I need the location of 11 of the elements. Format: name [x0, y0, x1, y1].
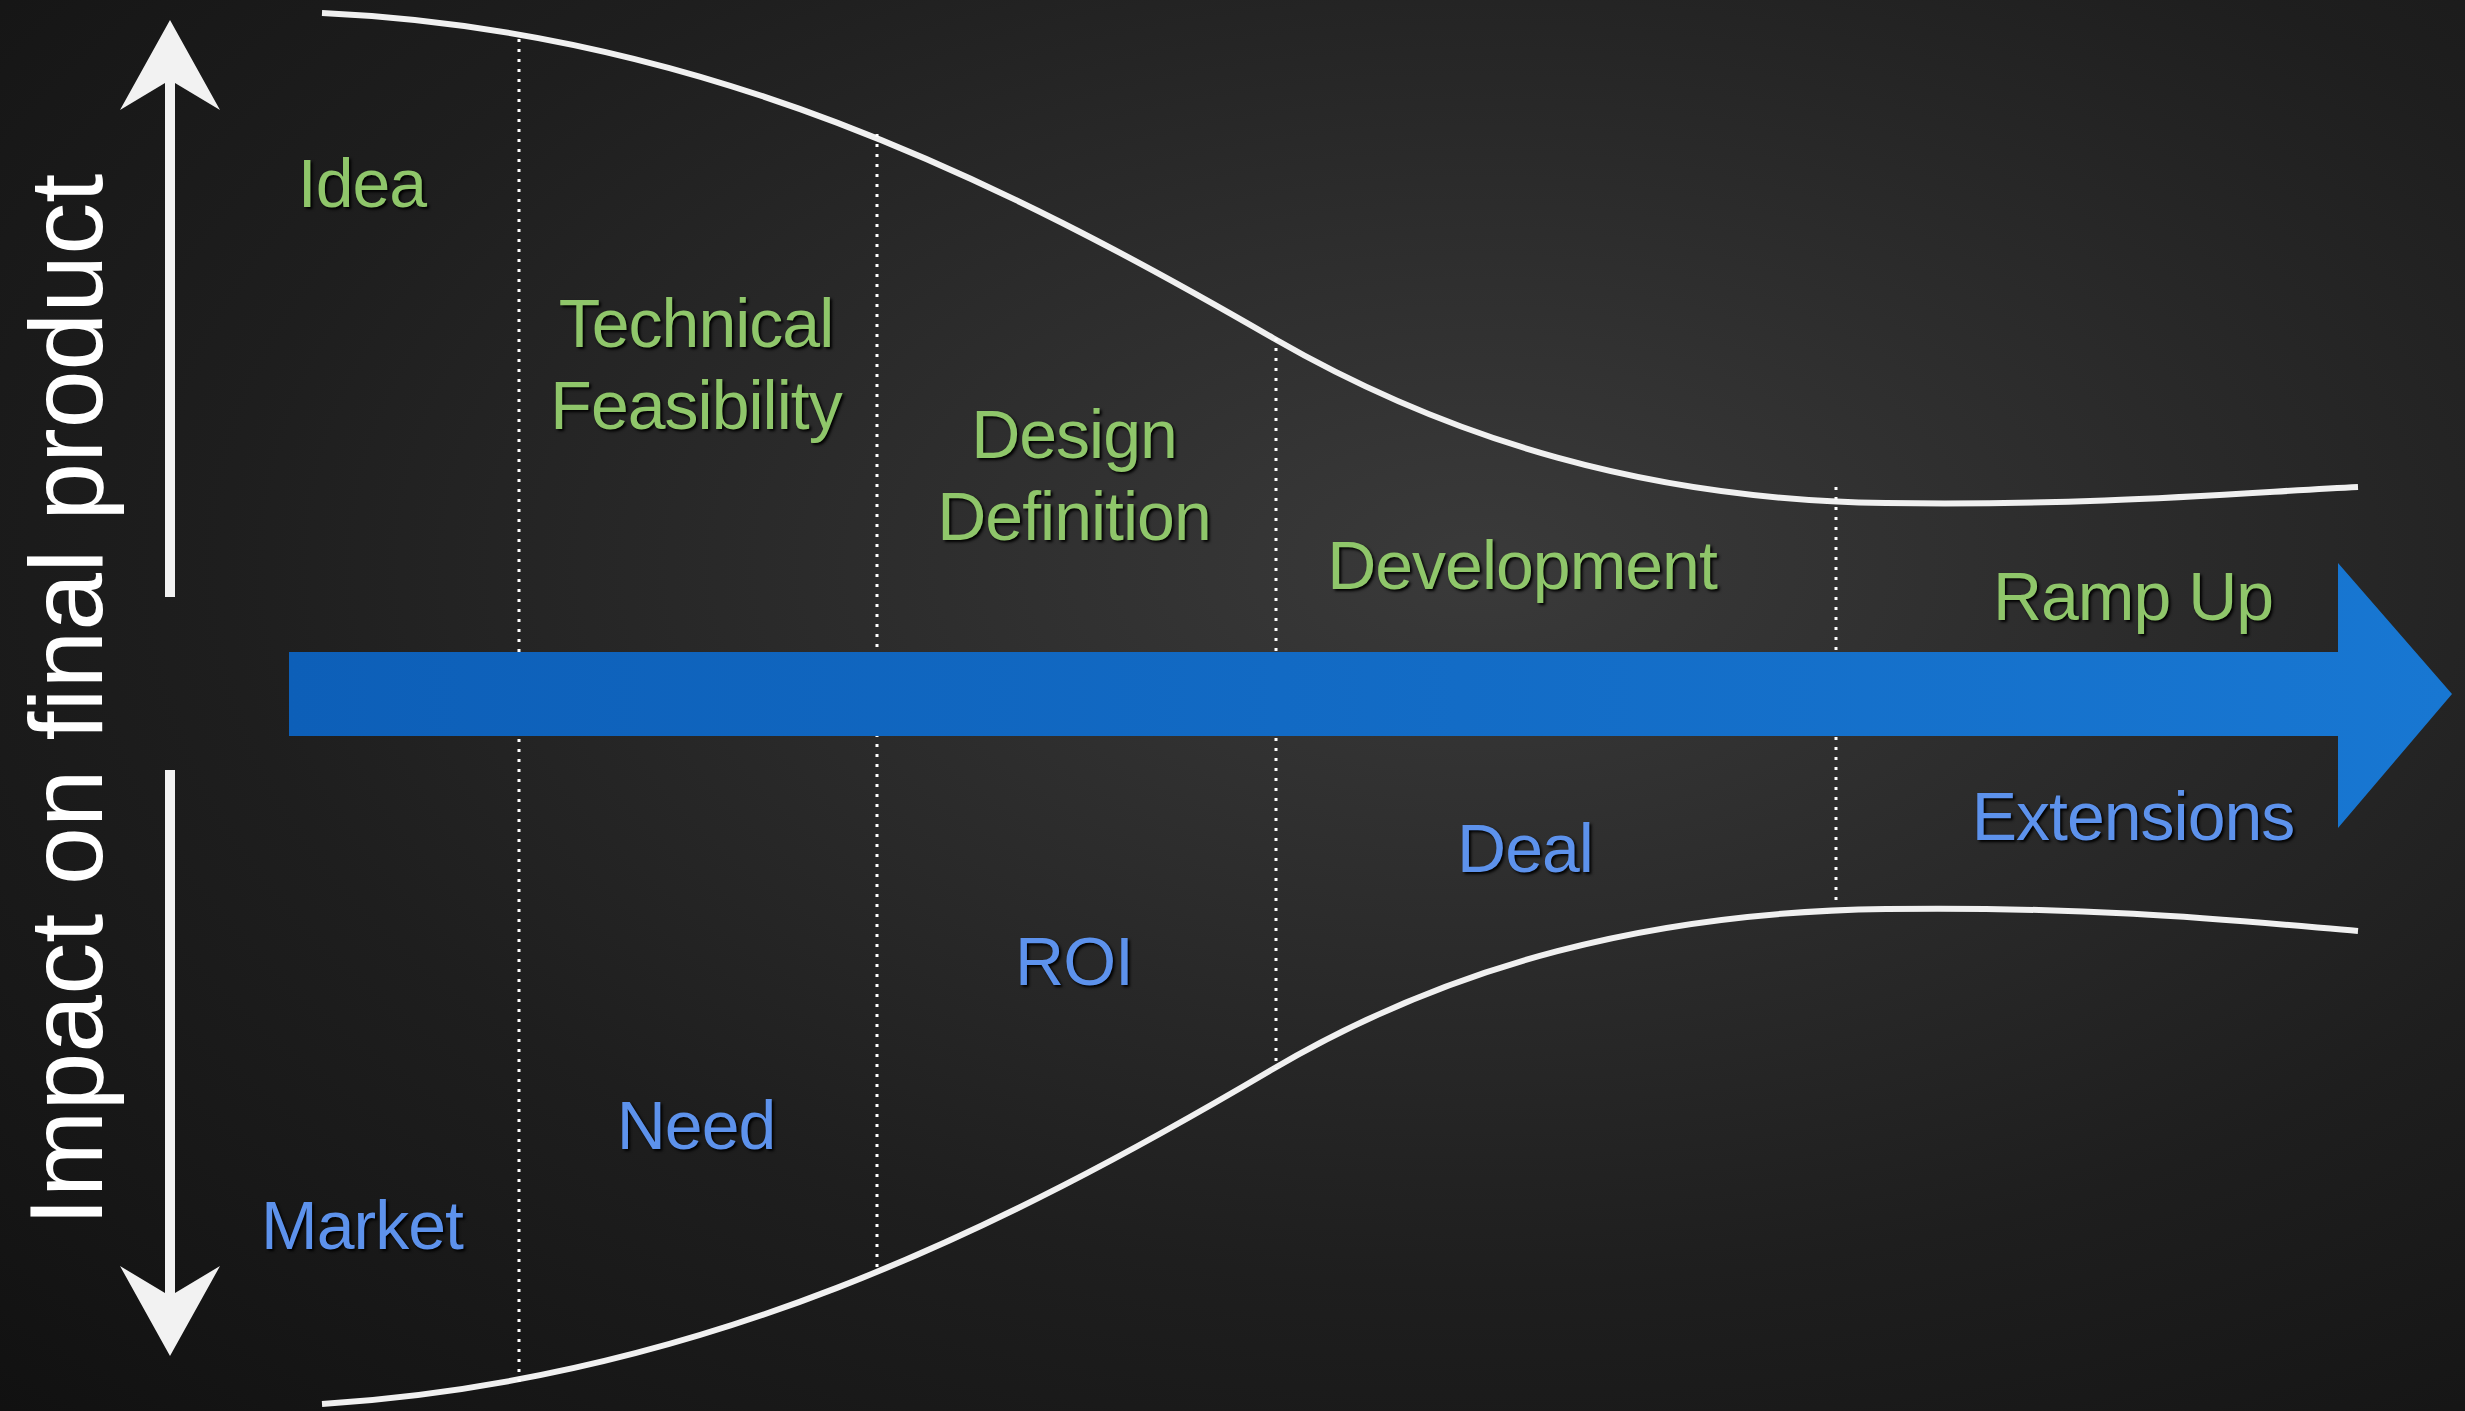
stage-label: Design Definition — [937, 395, 1211, 556]
axis-label: Impact on final product — [6, 173, 125, 1227]
stage-label: Ramp Up — [1992, 557, 2274, 637]
stage-label: Idea — [297, 144, 427, 224]
stage-label: Deal — [1457, 809, 1593, 889]
stage-label: Market — [261, 1186, 463, 1266]
stage-label: Need — [616, 1086, 776, 1166]
stage-label: Development — [1327, 526, 1717, 606]
stage-label: Extensions — [1971, 777, 2295, 857]
stage-label: ROI — [1015, 922, 1133, 1002]
stage-label: Technical Feasibility — [550, 284, 842, 445]
